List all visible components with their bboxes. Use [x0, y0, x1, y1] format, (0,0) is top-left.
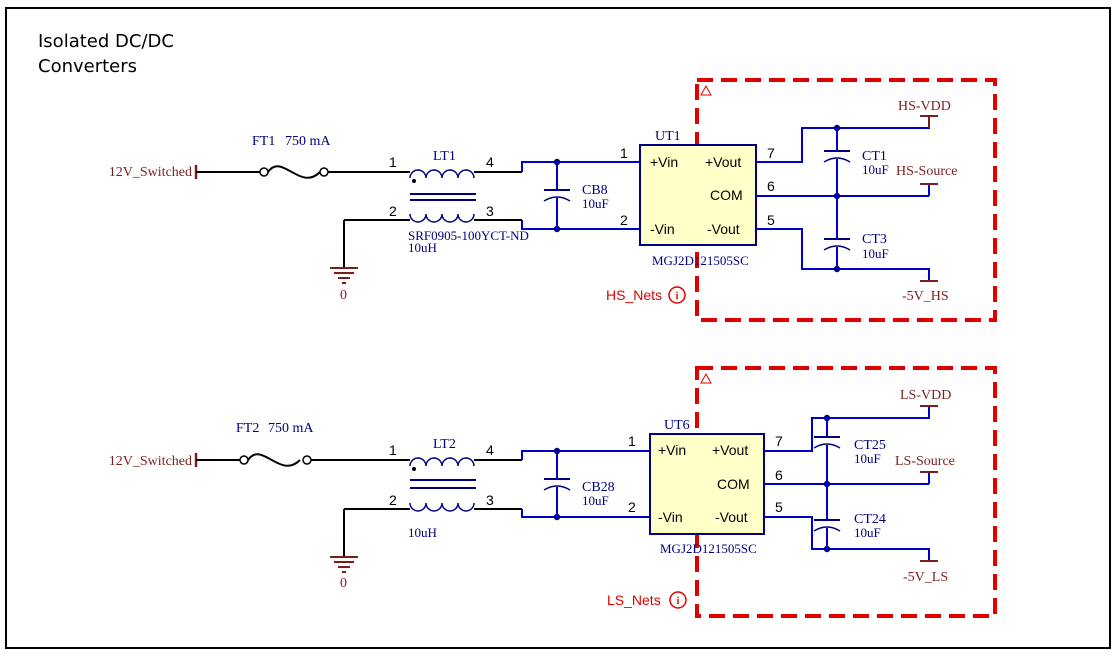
- pin-number: 3: [486, 203, 494, 219]
- bottom-output-cap-2[interactable]: [813, 526, 841, 532]
- pin-number: 2: [620, 212, 628, 228]
- ic-pin-vout-neg: -Vout: [707, 221, 740, 237]
- top-output-cap-2[interactable]: [823, 245, 851, 251]
- top-fuse-value: 750 mA: [285, 134, 331, 149]
- bottom-converter-circuit: 12V_Switched FT2 750 mA 1 4 2 3 LT2 10uH…: [109, 366, 997, 618]
- top-choke-winding-2[interactable]: [409, 213, 475, 223]
- pin-number: 5: [767, 212, 775, 228]
- top-choke-winding-1[interactable]: [409, 169, 475, 179]
- svg-text:i: i: [676, 291, 679, 302]
- pin-number: 5: [775, 499, 783, 515]
- bottom-dcdc-ic[interactable]: [649, 433, 765, 535]
- sheet-title-line2: Converters: [38, 56, 137, 77]
- top-input-cap[interactable]: [543, 196, 571, 202]
- bottom-input-net-label[interactable]: 12V_Switched: [109, 454, 192, 469]
- svg-text:i: i: [677, 596, 680, 607]
- ic-pin-vin-neg: -Vin: [658, 509, 683, 525]
- pin-number: 6: [767, 178, 775, 194]
- top-cap-out1-value: 10uF: [862, 162, 889, 177]
- top-net-class-label[interactable]: HS_Nets: [606, 287, 662, 303]
- bottom-net-class-label[interactable]: LS_Nets: [607, 592, 661, 608]
- pin-number: 1: [620, 145, 628, 161]
- ic-pin-com: COM: [717, 476, 750, 492]
- info-circle-icon[interactable]: [669, 591, 687, 609]
- top-out-net-neg[interactable]: -5V_HS: [902, 289, 949, 304]
- pin-number: 7: [767, 145, 775, 161]
- bottom-out-net-vdd[interactable]: LS-VDD: [900, 388, 951, 403]
- bottom-cap-out1-ref: CT25: [854, 438, 886, 453]
- ic-pin-vout-pos: +Vout: [712, 442, 748, 458]
- bottom-inductor-ref: LT2: [433, 437, 456, 452]
- top-converter-circuit: 12V_Switched FT1 750 mA 1 4 2 3 LT1 SRF0…: [109, 78, 997, 322]
- bottom-inductor-value: 10uH: [408, 525, 437, 540]
- top-cap-in-ref: CB8: [582, 183, 608, 198]
- bottom-choke-winding-1[interactable]: [409, 457, 475, 467]
- pin-number: 7: [775, 433, 783, 449]
- bottom-cap-in-value: 10uF: [582, 493, 609, 508]
- top-cap-in-value: 10uF: [582, 196, 609, 211]
- sheet-border: [5, 7, 1111, 649]
- top-inductor-value: 10uH: [408, 240, 437, 255]
- fuse-terminal: [319, 167, 329, 177]
- pin-number: 2: [389, 492, 397, 508]
- pin-number: 4: [486, 442, 494, 458]
- top-ic-part: MGJ2D121505SC: [652, 253, 749, 268]
- info-circle-icon[interactable]: [668, 286, 686, 304]
- pin-number: 1: [628, 433, 636, 449]
- ic-pin-vout-neg: -Vout: [715, 509, 748, 525]
- ic-pin-com: COM: [710, 187, 743, 203]
- top-out-net-vdd[interactable]: HS-VDD: [898, 99, 951, 114]
- top-inductor-ref: LT1: [433, 149, 456, 164]
- bottom-out-net-neg[interactable]: -5V_LS: [903, 570, 948, 585]
- bottom-output-cap-1[interactable]: [813, 443, 841, 449]
- bottom-fuse-value: 750 mA: [268, 421, 314, 436]
- fuse-terminal: [259, 167, 269, 177]
- top-cap-out2-value: 10uF: [862, 246, 889, 261]
- top-input-net-label[interactable]: 12V_Switched: [109, 165, 192, 180]
- top-inductor-part: SRF0905-100YCT-ND: [408, 228, 529, 243]
- bottom-ic-ref: UT6: [664, 418, 690, 433]
- bottom-ground-net[interactable]: 0: [340, 576, 347, 591]
- triangle-icon: [700, 84, 712, 96]
- bottom-cap-out1-value: 10uF: [854, 451, 881, 466]
- top-cap-out2-ref: CT3: [862, 232, 887, 247]
- top-ground-net[interactable]: 0: [340, 288, 347, 303]
- top-ic-ref: UT1: [655, 129, 681, 144]
- fuse-symbol[interactable]: [247, 453, 301, 467]
- pin-number: 6: [775, 467, 783, 483]
- triangle-icon: [700, 372, 712, 384]
- bottom-cap-out2-ref: CT24: [854, 512, 886, 527]
- top-cap-out1-ref: CT1: [862, 149, 887, 164]
- pin-number: 3: [486, 492, 494, 508]
- pin-number: 1: [389, 442, 397, 458]
- ic-pin-vout-pos: +Vout: [705, 154, 741, 170]
- sheet-title-line1: Isolated DC/DC: [38, 31, 174, 52]
- top-out-net-source[interactable]: HS-Source: [896, 164, 957, 179]
- ic-pin-vin-pos: +Vin: [650, 154, 678, 170]
- ic-pin-vin-pos: +Vin: [658, 442, 686, 458]
- top-output-cap-1[interactable]: [823, 157, 851, 163]
- bottom-input-cap[interactable]: [543, 485, 571, 491]
- hs-room-outline[interactable]: [695, 78, 997, 322]
- bottom-cap-out2-value: 10uF: [854, 525, 881, 540]
- bottom-ic-part: MGJ2D121505SC: [660, 541, 757, 556]
- pin-number: 2: [628, 499, 636, 515]
- top-fuse-ref: FT1: [252, 134, 275, 149]
- pin-number: 1: [389, 154, 397, 170]
- pin-number: 4: [486, 154, 494, 170]
- fuse-symbol[interactable]: [267, 165, 321, 179]
- bottom-cap-in-ref: CB28: [582, 480, 615, 495]
- bottom-fuse-ref: FT2: [236, 421, 259, 436]
- bottom-choke-winding-2[interactable]: [409, 502, 475, 512]
- ic-pin-vin-neg: -Vin: [650, 221, 675, 237]
- bottom-out-net-source[interactable]: LS-Source: [895, 454, 955, 469]
- pin-number: 2: [389, 203, 397, 219]
